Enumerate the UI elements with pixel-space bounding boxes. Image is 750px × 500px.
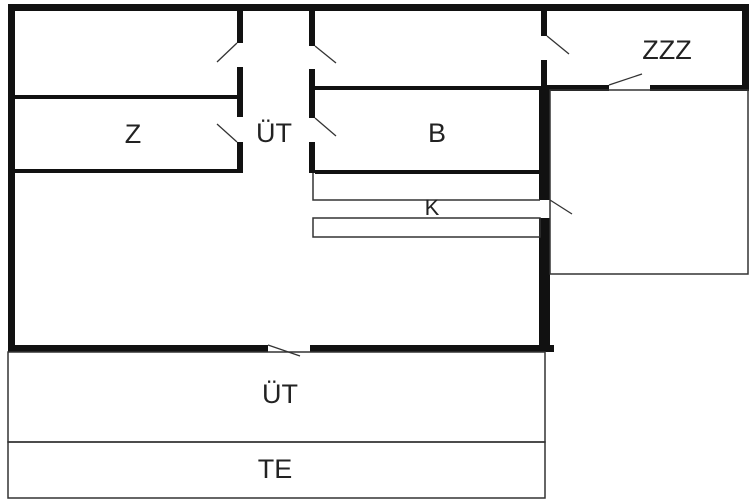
- room-label-b: B: [428, 118, 446, 148]
- room-label-zzz: ZZZ: [642, 35, 691, 65]
- door-icon: [216, 123, 238, 143]
- k-counter-lower: [312, 217, 541, 238]
- wall-segment: [541, 10, 547, 36]
- door-icon: [216, 42, 238, 63]
- k-counter: [312, 173, 540, 201]
- wall-segment: [237, 10, 243, 43]
- door-icon: [314, 45, 337, 64]
- thin-lines: [7, 89, 749, 499]
- outer-left-wall: [8, 4, 15, 352]
- wall-segment: [237, 67, 243, 117]
- wall-segment: [315, 86, 545, 90]
- room-labels: Z ÜT B ZZZ K ÜT TE: [125, 35, 692, 484]
- wall-segment: [315, 170, 543, 174]
- room-label-z: Z: [125, 119, 142, 149]
- wall-segment: [650, 85, 749, 91]
- room-label-hall-upper: ÜT: [256, 118, 292, 148]
- door-icon: [314, 117, 337, 137]
- wall-segment: [14, 169, 243, 173]
- wall-segment: [541, 60, 547, 90]
- bottom-wall-right: [310, 345, 554, 352]
- walls: [8, 4, 749, 352]
- wall-segment: [309, 142, 315, 173]
- outer-top-wall: [8, 4, 749, 11]
- door-swings: [216, 35, 643, 357]
- door-icon: [546, 35, 570, 55]
- outer-right-wall-upper: [742, 4, 749, 90]
- wall-segment: [539, 218, 550, 352]
- wall-segment: [14, 95, 239, 99]
- annex-outline: [549, 89, 749, 275]
- room-label-te: TE: [258, 454, 293, 484]
- terrace-outline: [7, 441, 546, 499]
- wall-segment: [309, 69, 315, 118]
- room-label-k: K: [425, 195, 440, 220]
- door-icon: [267, 344, 301, 357]
- wall-segment: [309, 10, 315, 46]
- bottom-wall-left: [8, 345, 268, 352]
- wall-segment: [539, 86, 550, 200]
- room-label-hall-lower: ÜT: [262, 379, 298, 409]
- door-icon: [549, 199, 573, 215]
- wall-segment: [547, 85, 609, 91]
- wall-segment: [237, 142, 243, 173]
- door-icon: [608, 73, 643, 86]
